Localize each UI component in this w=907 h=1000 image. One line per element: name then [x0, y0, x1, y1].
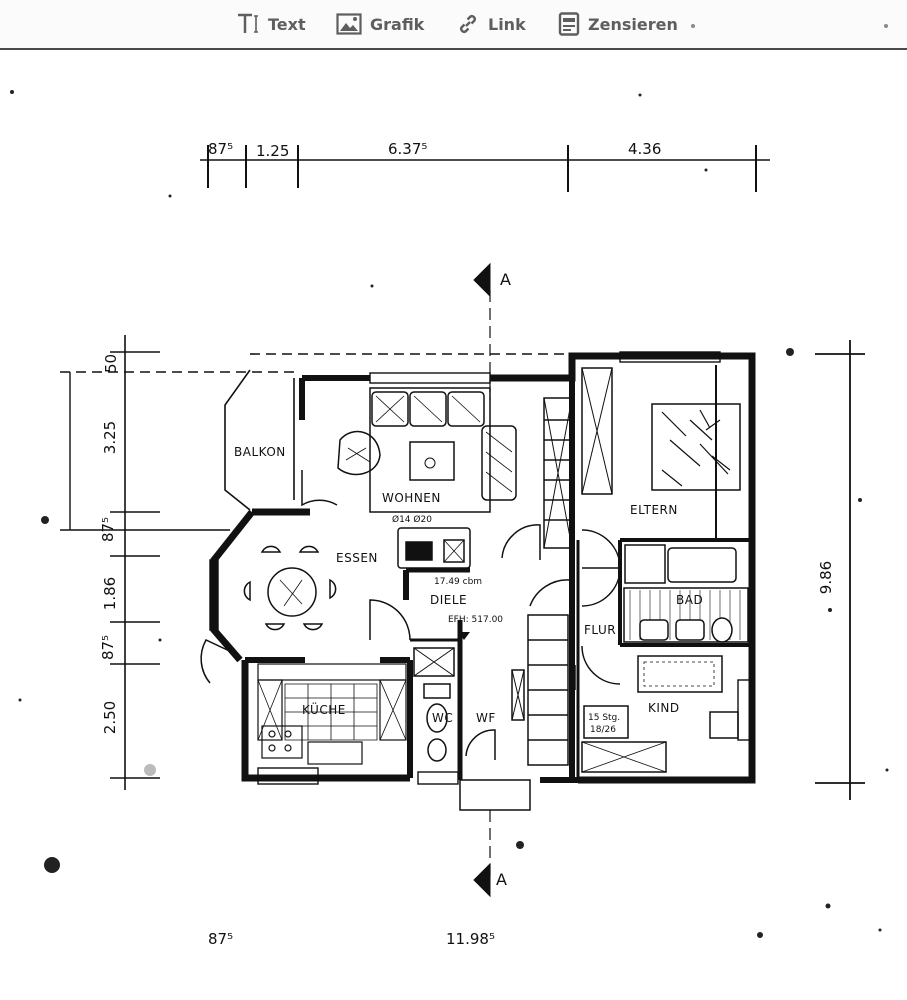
top-dimension-line	[200, 145, 770, 192]
section-label-top: A	[500, 270, 511, 289]
dim-bottom-total: 11.98⁵	[446, 930, 495, 948]
dim-bottom-left: 87⁵	[208, 930, 234, 948]
room-label-kind: KIND	[648, 701, 680, 715]
dim-top-2: 1.25	[256, 142, 290, 160]
child-room-furniture	[581, 655, 739, 773]
dim-left-5: 87⁵	[99, 634, 118, 661]
floor-plan-drawing	[10, 90, 889, 938]
section-label-bottom: A	[496, 870, 507, 889]
image-icon	[336, 13, 362, 35]
text-tool-label: Text	[268, 14, 306, 34]
dim-left-1: 50	[102, 353, 121, 374]
redact-icon	[558, 12, 580, 36]
room-label-bad: BAD	[676, 593, 704, 607]
link-tool-label: Link	[488, 14, 526, 34]
living-room-furniture	[337, 387, 517, 513]
floor-plan-document: A A BALKON WOHNEN ESSEN ELTERN DIELE BAD…	[0, 50, 907, 1000]
toolbar-separator-dot	[691, 24, 695, 28]
dim-left-6: 2.50	[101, 700, 120, 735]
parents-bed	[651, 403, 741, 491]
room-label-wohnen: WOHNEN	[382, 491, 441, 505]
stairs-note-ratio: 18/26	[590, 725, 616, 735]
redact-tool-label: Zensieren	[588, 14, 678, 34]
room-label-balkon: BALKON	[234, 445, 286, 459]
room-label-wc: WC	[432, 711, 454, 725]
dim-top-4: 4.36	[628, 140, 662, 158]
windows	[209, 351, 753, 785]
counter-unit	[397, 527, 471, 569]
left-dimension-line	[60, 335, 300, 790]
dim-top-1: 87⁵	[208, 140, 234, 158]
bathroom-fixtures	[623, 544, 749, 643]
volume-note: 17.49 cbm	[434, 577, 483, 587]
dim-left-2: 3.25	[101, 420, 120, 455]
toolbar-separator-dot	[884, 24, 888, 28]
window-note: Ø14 Ø20	[392, 515, 432, 525]
doors	[200, 470, 621, 760]
right-dimension-line	[815, 340, 865, 800]
link-icon	[456, 12, 480, 36]
interior-walls	[403, 365, 752, 780]
dining-table	[243, 545, 337, 631]
wc-fixtures	[423, 683, 451, 762]
image-tool-label: Grafik	[370, 14, 425, 34]
room-label-flur: FLUR	[584, 623, 617, 637]
room-label-kueche: KÜCHE	[302, 703, 346, 717]
markup-toolbar: Text Grafik Link Zensieren	[0, 0, 907, 50]
dim-top-3: 6.37⁵	[388, 140, 428, 158]
kitchen-cabinets	[257, 663, 407, 765]
room-label-essen: ESSEN	[336, 551, 378, 565]
dim-left-3: 87⁵	[99, 516, 118, 543]
room-label-eltern: ELTERN	[630, 503, 678, 517]
image-tool-button[interactable]: Grafik	[336, 10, 424, 38]
exterior-walls	[210, 352, 756, 784]
stairs-note-count: 15 Stg.	[588, 713, 621, 723]
text-cursor-icon	[236, 12, 260, 36]
link-tool-button[interactable]: Link	[456, 10, 526, 38]
balcony	[224, 353, 565, 511]
text-tool-button[interactable]: Text	[236, 10, 306, 38]
entrance-step	[459, 779, 531, 811]
room-label-diele: DIELE	[430, 593, 468, 607]
redact-tool-button[interactable]: Zensieren	[558, 10, 678, 38]
dim-left-4: 1.86	[101, 576, 120, 611]
dim-right: 9.86	[817, 560, 836, 595]
scan-noise	[10, 90, 889, 938]
efh-level-note: EFH: 517.00	[448, 615, 504, 625]
level-marker	[458, 632, 470, 640]
staircase	[413, 367, 613, 766]
room-label-wf: WF	[476, 711, 496, 725]
